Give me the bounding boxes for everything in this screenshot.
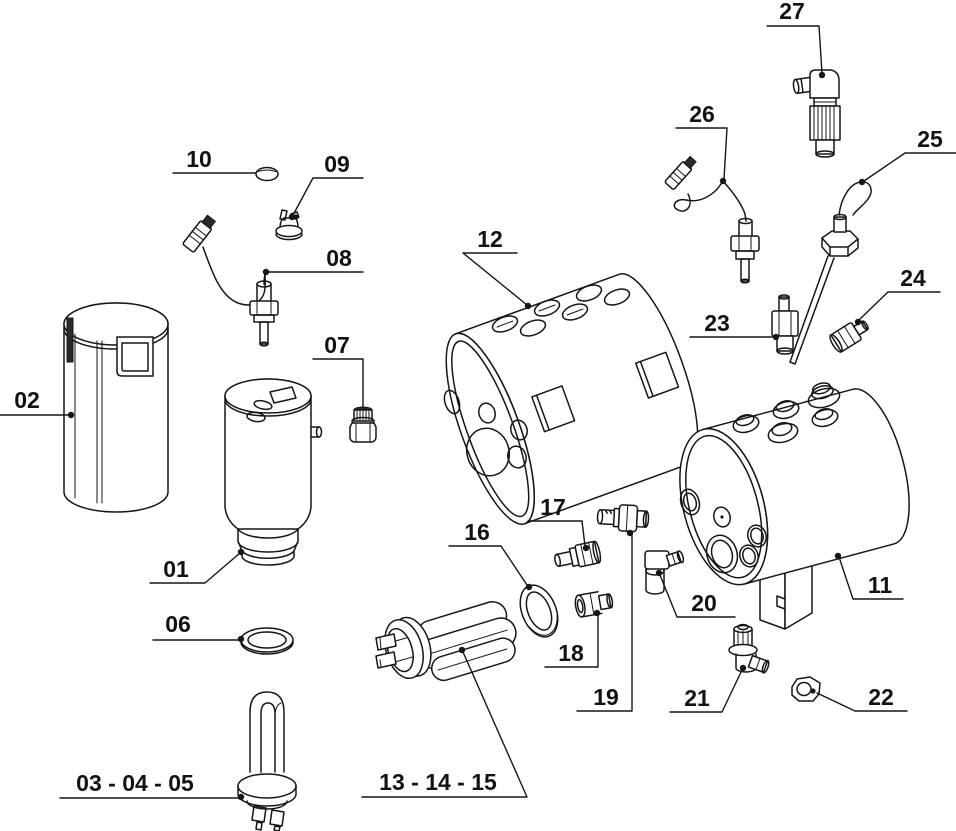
part-label-18: 18 — [558, 640, 584, 666]
part-26-temperature-sensor-drawing — [664, 155, 760, 284]
callout-25: 25 — [858, 126, 956, 186]
part-label-19: 19 — [593, 684, 619, 710]
part-label-08: 08 — [326, 245, 352, 271]
part-label-21: 21 — [684, 685, 710, 711]
part-13-14-15-heating-element-drawing — [375, 601, 517, 682]
part-19-elbow-fitting-drawing — [596, 504, 650, 533]
part-25-level-probe-drawing — [789, 181, 872, 365]
callout-19: 19 — [576, 529, 634, 712]
callout-13-14-15: 13 - 14 - 15 — [361, 646, 528, 798]
part-20-elbow-fitting-drawing — [644, 550, 685, 595]
callout-10: 10 — [172, 146, 257, 174]
callout-06: 06 — [152, 611, 245, 643]
callout-16: 16 — [448, 519, 533, 591]
callout-17: 17 — [527, 494, 590, 552]
part-label-23: 23 — [704, 310, 730, 336]
part-label-10: 10 — [186, 146, 212, 172]
part-label-11: 11 — [868, 572, 893, 598]
part-label-25: 25 — [917, 126, 943, 152]
callout-26: 26 — [675, 101, 728, 185]
part-label-07: 07 — [324, 332, 350, 358]
callout-11: 11 — [834, 552, 904, 600]
part-label-22: 22 — [868, 684, 894, 710]
part-03-04-05-heating-element-drawing — [237, 691, 297, 831]
callout-20: 20 — [655, 569, 736, 618]
part-16-gasket-drawing — [519, 584, 559, 638]
part-10-cap-drawing — [255, 166, 279, 182]
part-23-fitting-drawing — [771, 294, 799, 355]
part-label-24: 24 — [900, 265, 926, 291]
part-01-small-boiler-drawing — [224, 378, 323, 566]
part-label-06: 06 — [165, 611, 191, 637]
part-label-01: 01 — [163, 556, 189, 582]
part-label-16: 16 — [464, 519, 490, 545]
part-09-valve-drawing — [275, 209, 303, 241]
part-21-elbow-fitting-drawing — [728, 623, 770, 674]
part-24-fitting-drawing — [829, 320, 869, 353]
part-label-20: 20 — [691, 590, 717, 616]
callout-22: 22 — [816, 684, 908, 712]
part-label-09: 09 — [324, 151, 350, 177]
callout-03-04-05: 03 - 04 - 05 — [59, 770, 245, 801]
part-17-fitting-drawing — [554, 540, 602, 568]
part-label-03-04-05: 03 - 04 - 05 — [76, 770, 194, 796]
part-label-12: 12 — [477, 226, 503, 252]
callout-01: 01 — [149, 548, 245, 584]
callout-12: 12 — [462, 226, 532, 310]
part-07-fitting-drawing — [349, 406, 377, 443]
part-11-boiler-body-drawing — [679, 382, 910, 586]
part-label-27: 27 — [779, 0, 805, 24]
part-08-temperature-probe-drawing — [182, 214, 279, 347]
part-27-valve-drawing — [792, 69, 841, 158]
part-label-17: 17 — [540, 494, 566, 520]
part-12-boiler-shell-drawing — [443, 273, 699, 525]
callout-08: 08 — [262, 245, 364, 276]
callout-02: 02 — [0, 387, 75, 419]
part-18-fitting-drawing — [574, 591, 614, 618]
callout-07: 07 — [312, 332, 364, 408]
part-06-gasket-drawing — [240, 627, 294, 655]
callout-18: 18 — [544, 609, 601, 668]
callout-21: 21 — [669, 664, 747, 713]
callout-09: 09 — [288, 151, 364, 221]
callout-24: 24 — [854, 265, 941, 326]
part-02-insulating-shell-drawing — [63, 302, 169, 513]
part-label-13-14-15: 13 - 14 - 15 — [379, 769, 497, 795]
callout-23: 23 — [689, 310, 780, 341]
part-label-26: 26 — [689, 101, 715, 127]
callout-27: 27 — [766, 0, 826, 79]
part-22-nut-drawing — [791, 676, 821, 702]
part-label-02: 02 — [14, 387, 40, 413]
